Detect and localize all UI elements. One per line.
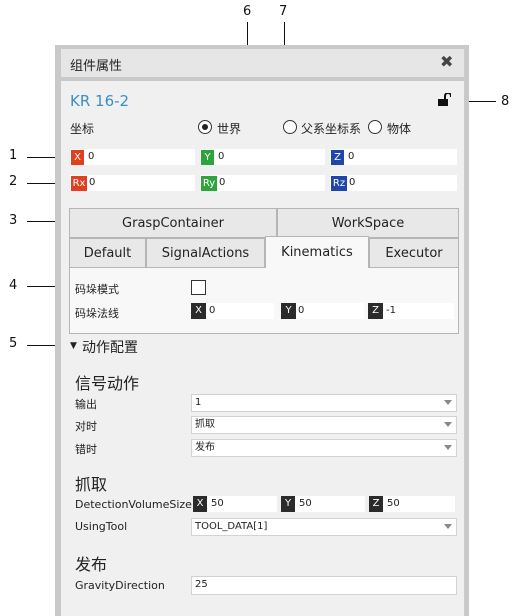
on-time-label: 对时 bbox=[75, 420, 97, 433]
callout-5-line bbox=[27, 345, 67, 346]
radio-parent-label: 父系坐标系 bbox=[301, 122, 362, 136]
component-name[interactable]: KR 16-2 bbox=[70, 92, 130, 110]
callout-1-line bbox=[27, 157, 71, 158]
using-tool-select-value: TOOL_DATA[1] bbox=[195, 521, 268, 532]
unlock-icon[interactable] bbox=[437, 93, 451, 106]
dvs-z-field[interactable] bbox=[369, 496, 455, 512]
position-z-badge: Z bbox=[331, 150, 344, 165]
output-select-value: 1 bbox=[195, 397, 202, 408]
callout-2: 2 bbox=[9, 174, 18, 189]
position-y-field[interactable] bbox=[200, 149, 325, 165]
tab-workspace[interactable]: WorkSpace bbox=[277, 208, 459, 238]
normal-x-field[interactable] bbox=[190, 303, 274, 319]
action-config-label[interactable]: 动作配置 bbox=[82, 340, 138, 356]
position-z-field[interactable] bbox=[330, 149, 457, 165]
on-time-select[interactable]: 抓取 bbox=[191, 416, 457, 434]
callout-6: 6 bbox=[243, 4, 252, 19]
chevron-down-icon bbox=[444, 422, 452, 427]
rotation-y-field[interactable] bbox=[200, 175, 325, 191]
palletize-mode-checkbox[interactable] bbox=[191, 280, 206, 295]
gravity-direction-label: GravityDirection bbox=[75, 579, 165, 592]
callout-8: 8 bbox=[501, 94, 510, 109]
dvs-z-badge: Z bbox=[369, 496, 383, 512]
rotation-x-badge: Rx bbox=[71, 176, 87, 191]
signal-actions-title: 信号动作 bbox=[75, 374, 140, 393]
callout-4: 4 bbox=[9, 278, 18, 293]
dvs-y-badge: Y bbox=[281, 496, 295, 512]
position-z-value: 0 bbox=[348, 151, 355, 162]
tab-graspcontainer[interactable]: GraspContainer bbox=[69, 208, 277, 238]
off-time-select[interactable]: 发布 bbox=[191, 439, 457, 457]
normal-x-badge: X bbox=[191, 303, 206, 319]
close-icon[interactable]: ✖ bbox=[440, 52, 454, 71]
callout-7: 7 bbox=[279, 4, 288, 19]
expand-triangle-icon[interactable]: ▼ bbox=[70, 341, 77, 351]
position-y-badge: Y bbox=[201, 150, 214, 165]
callout-2-line bbox=[27, 183, 71, 184]
on-time-select-value: 抓取 bbox=[195, 419, 215, 430]
radio-object[interactable] bbox=[368, 120, 382, 134]
using-tool-select[interactable]: TOOL_DATA[1] bbox=[191, 518, 457, 536]
grasp-title: 抓取 bbox=[75, 475, 108, 494]
radio-parent[interactable] bbox=[283, 120, 297, 134]
rotation-z-badge: Rz bbox=[331, 176, 347, 191]
release-title: 发布 bbox=[75, 555, 108, 574]
detection-volume-size-label: DetectionVolumeSize bbox=[75, 498, 192, 511]
panel-title: 组件属性 bbox=[70, 59, 123, 74]
position-y-value: 0 bbox=[218, 151, 225, 162]
callout-1: 1 bbox=[9, 148, 18, 163]
rotation-y-badge: Ry bbox=[201, 176, 217, 191]
normal-z-field[interactable] bbox=[368, 303, 454, 319]
rotation-z-value: 0 bbox=[349, 177, 356, 188]
tab-kinematics[interactable]: Kinematics bbox=[265, 236, 369, 269]
using-tool-label: UsingTool bbox=[75, 520, 128, 533]
panel-titlebar bbox=[61, 49, 464, 77]
dvs-x-badge: X bbox=[193, 496, 207, 512]
palletize-mode-label: 码垛模式 bbox=[75, 283, 119, 296]
tab-default[interactable]: Default bbox=[69, 238, 146, 268]
dvs-y-value: 50 bbox=[299, 498, 312, 509]
position-x-field[interactable] bbox=[70, 149, 195, 165]
tab-executor[interactable]: Executor bbox=[369, 238, 459, 268]
kinematics-panel bbox=[69, 268, 459, 334]
radio-world[interactable] bbox=[198, 120, 212, 134]
dvs-x-value: 50 bbox=[211, 498, 224, 509]
tab-signalactions[interactable]: SignalActions bbox=[146, 238, 265, 268]
callout-3: 3 bbox=[9, 213, 18, 228]
radio-object-label: 物体 bbox=[387, 122, 412, 136]
callout-4-line bbox=[27, 286, 71, 287]
chevron-down-icon bbox=[444, 524, 452, 529]
gravity-direction-input[interactable]: 25 bbox=[191, 576, 457, 595]
output-label: 输出 bbox=[75, 398, 97, 411]
palletize-normal-label: 码垛法线 bbox=[75, 307, 119, 320]
dvs-y-field[interactable] bbox=[281, 496, 365, 512]
normal-z-value: -1 bbox=[386, 305, 396, 316]
position-x-value: 0 bbox=[88, 151, 95, 162]
normal-y-badge: Y bbox=[281, 303, 296, 319]
off-time-label: 错时 bbox=[75, 443, 97, 456]
rotation-y-value: 0 bbox=[219, 177, 226, 188]
rotation-x-value: 0 bbox=[89, 177, 96, 188]
position-x-badge: X bbox=[71, 150, 84, 165]
callout-8-line bbox=[456, 101, 496, 102]
off-time-select-value: 发布 bbox=[195, 442, 215, 453]
normal-x-value: 0 bbox=[209, 305, 216, 316]
dvs-x-field[interactable] bbox=[193, 496, 277, 512]
radio-world-label: 世界 bbox=[217, 122, 242, 136]
callout-5: 5 bbox=[9, 336, 18, 351]
rotation-x-field[interactable] bbox=[70, 175, 195, 191]
normal-y-field[interactable] bbox=[280, 303, 364, 319]
coords-label: 坐标 bbox=[70, 122, 95, 136]
output-select[interactable]: 1 bbox=[191, 394, 457, 412]
normal-y-value: 0 bbox=[298, 305, 305, 316]
chevron-down-icon bbox=[444, 400, 452, 405]
gravity-direction-value: 25 bbox=[195, 579, 208, 590]
chevron-down-icon bbox=[444, 445, 452, 450]
dvs-z-value: 50 bbox=[387, 498, 400, 509]
callout-3-line bbox=[27, 221, 71, 222]
rotation-z-field[interactable] bbox=[330, 175, 457, 191]
normal-z-badge: Z bbox=[368, 303, 383, 319]
